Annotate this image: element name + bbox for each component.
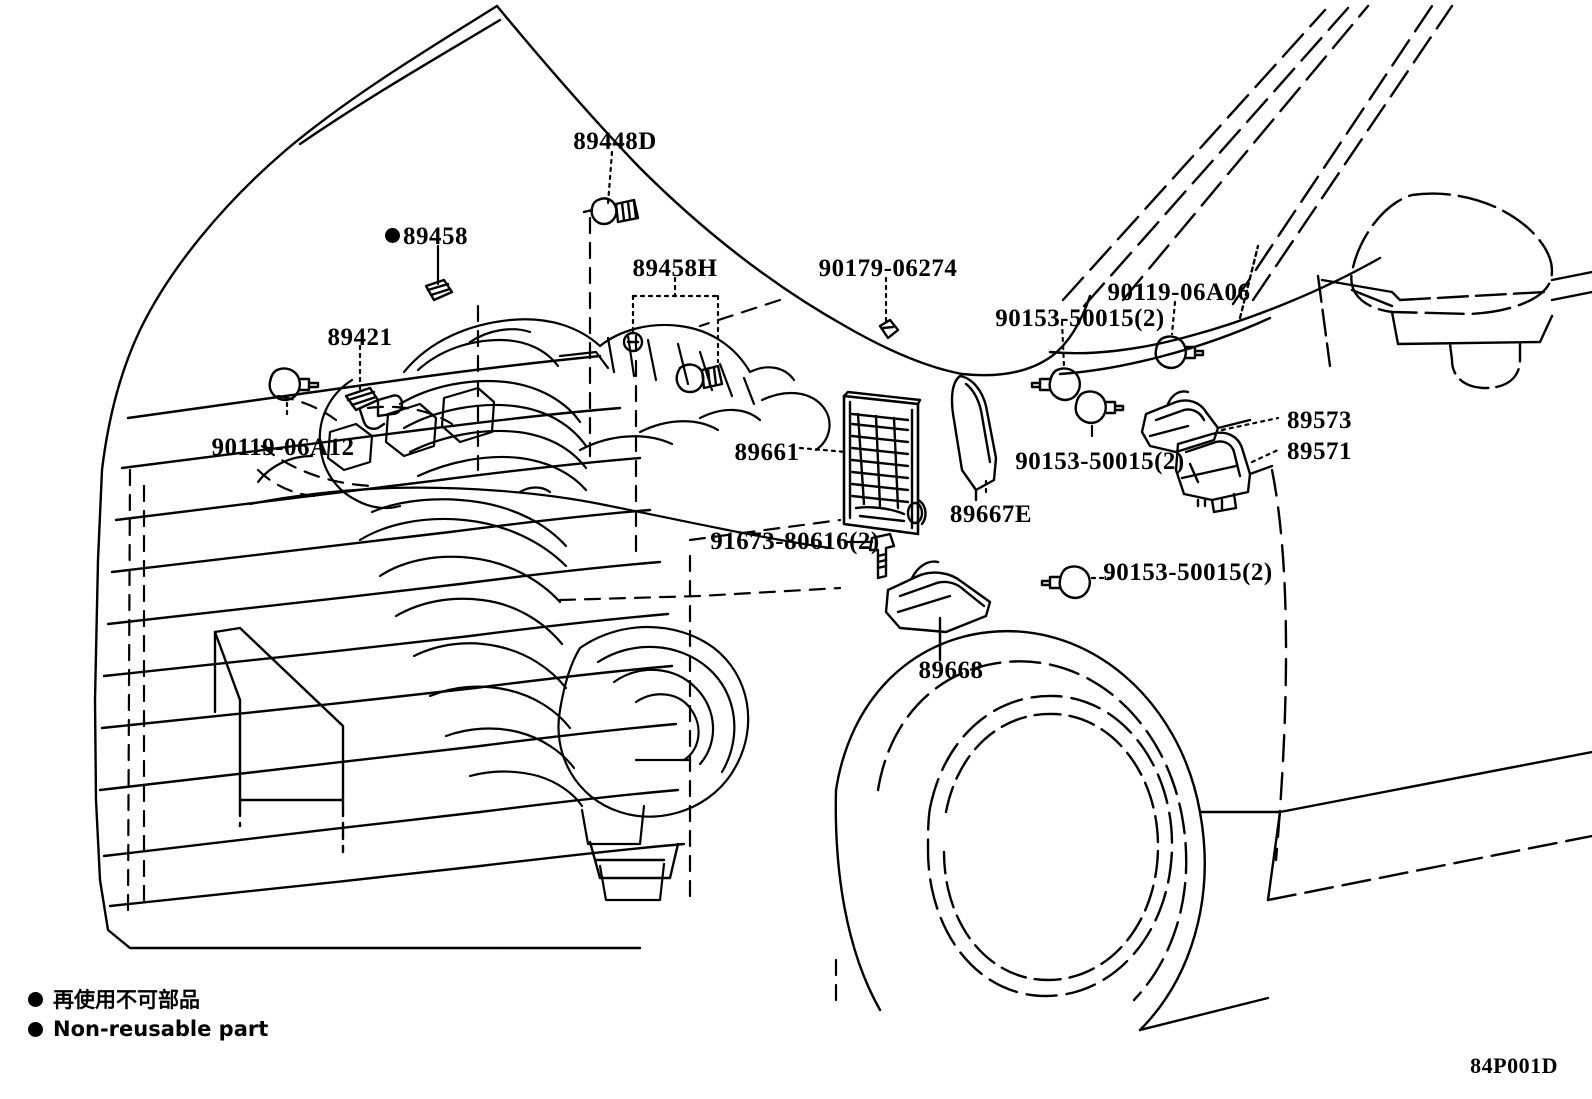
part-number-label: 90119-06A12 xyxy=(211,434,355,461)
legend-text-jp: 再使用不可部品 xyxy=(53,988,200,1012)
bracket-89667e xyxy=(950,374,998,502)
clip-90179-06274 xyxy=(878,318,900,340)
leader-lines xyxy=(285,150,1280,650)
side-mirror xyxy=(1316,192,1592,390)
part-number-label: 89667E xyxy=(949,501,1033,528)
part-callout-90153-50015-2-[interactable]: 90153-50015(2) xyxy=(1103,560,1272,585)
part-number-label: 89458H xyxy=(632,255,718,282)
part-callout-89661[interactable]: 89661 xyxy=(735,440,800,465)
group-89458h xyxy=(622,331,724,394)
fender-and-wheel xyxy=(834,256,1592,1032)
part-number-label: 89421 xyxy=(327,324,393,351)
part-callout-89448d[interactable]: 89448D xyxy=(573,129,657,154)
bolt-90153-50015-c xyxy=(1040,565,1091,600)
part-number-label: 89458 xyxy=(403,223,468,250)
part-callout-90179-06274[interactable]: 90179-06274 xyxy=(819,256,958,281)
part-callout-90119-06a06[interactable]: 90119-06A06 xyxy=(1108,280,1251,305)
part-callout-89571[interactable]: 89571 xyxy=(1287,439,1352,464)
front-bumper xyxy=(108,840,686,908)
part-number-label: 90179-06274 xyxy=(818,255,958,282)
part-number-label: 89571 xyxy=(1287,438,1352,465)
bracket-89573 xyxy=(1140,390,1252,454)
body-outline xyxy=(93,4,1092,950)
part-callout-89458[interactable]: 89458 xyxy=(385,224,468,249)
diagram-code: 84P001D xyxy=(1470,1053,1558,1078)
part-callout-90153-50015-2-[interactable]: 90153-50015(2) xyxy=(1015,449,1184,474)
non-reusable-dot-icon xyxy=(385,228,400,243)
part-number-label: 91673-80616(2) xyxy=(710,528,880,555)
part-number-label: 90153-50015(2) xyxy=(995,305,1165,332)
part-callout-91673-80616-2-[interactable]: 91673-80616(2) xyxy=(710,529,879,554)
part-callout-89458h[interactable]: 89458H xyxy=(633,256,718,281)
part-number-label: 89573 xyxy=(1287,407,1352,434)
legend-row-en: Non-reusable part xyxy=(28,1014,268,1044)
hidden-lines xyxy=(126,216,842,1012)
front-grille xyxy=(98,354,680,858)
bolt-90119-06a12 xyxy=(268,367,320,402)
screw-91673-80616 xyxy=(868,532,896,580)
sensor-89421 xyxy=(344,386,404,430)
non-reusable-dot-icon xyxy=(28,991,43,1007)
windshield-lower-edge xyxy=(1238,244,1260,320)
legend-text-en: Non-reusable part xyxy=(53,1017,269,1041)
engine-assembly xyxy=(318,318,831,902)
sensor-89448d xyxy=(582,197,640,226)
legend: 再使用不可部品 Non-reusable part xyxy=(28,984,268,1044)
ecu-89661 xyxy=(842,390,927,536)
part-callout-89668[interactable]: 89668 xyxy=(919,658,984,683)
part-number-label: 90119-06A06 xyxy=(1107,279,1251,306)
part-number-label: 90153-50015(2) xyxy=(1015,448,1185,475)
part-number-label: 89668 xyxy=(918,657,984,684)
part-callout-89573[interactable]: 89573 xyxy=(1287,408,1352,433)
a-pillar-lines xyxy=(1061,4,1454,308)
wiring-harness xyxy=(248,454,832,550)
non-reusable-dot-icon xyxy=(28,1021,43,1037)
part-number-label: 89448D xyxy=(573,128,657,155)
part-callout-90119-06a12[interactable]: 90119-06A12 xyxy=(212,435,355,460)
sensor-89571 xyxy=(1174,431,1274,514)
part-callout-90153-50015-2-[interactable]: 90153-50015(2) xyxy=(995,306,1164,331)
legend-row-jp: 再使用不可部品 xyxy=(28,984,268,1014)
bolt-90153-50015-b xyxy=(1074,390,1125,425)
part-number-label: 89661 xyxy=(734,439,800,466)
part-callout-89421[interactable]: 89421 xyxy=(328,325,393,350)
part-number-label: 90153-50015(2) xyxy=(1103,559,1273,586)
part-callout-89667e[interactable]: 89667E xyxy=(950,502,1032,527)
